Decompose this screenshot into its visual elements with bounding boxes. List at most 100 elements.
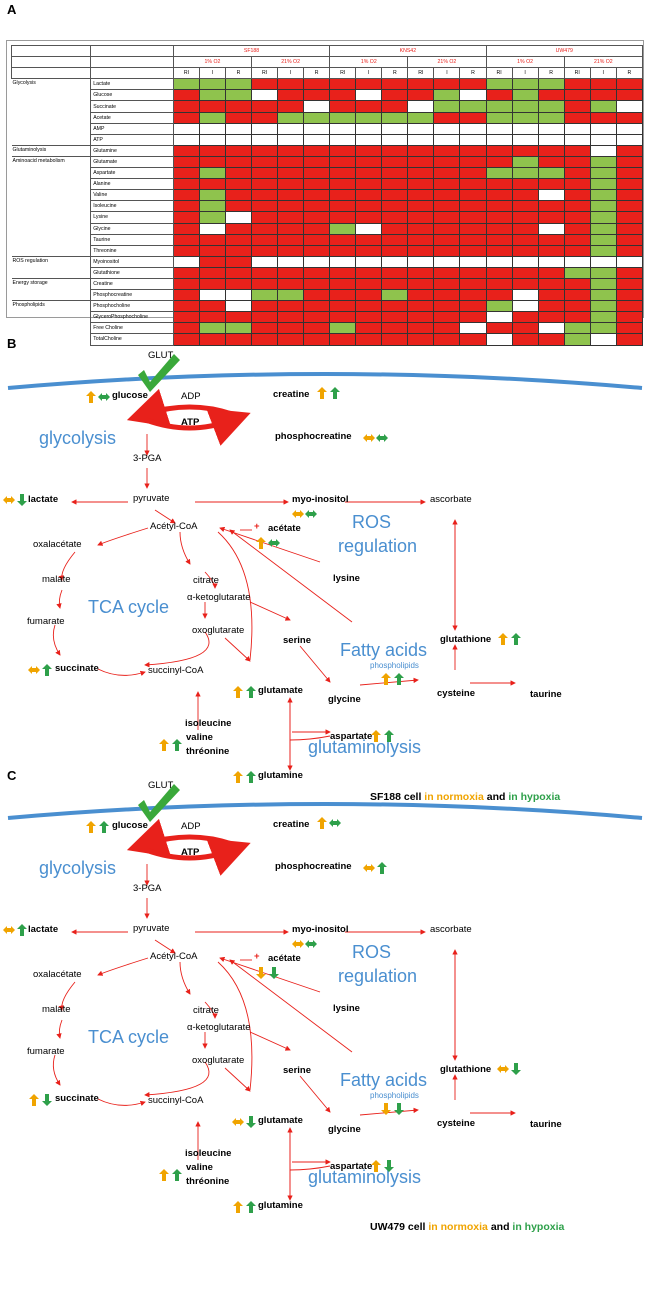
- malate-label: malate: [42, 1004, 71, 1015]
- heatmap-cell: [198, 189, 226, 202]
- acetate-label: acétate: [268, 953, 301, 964]
- heatmap-cell: [537, 200, 565, 213]
- heatmap-cell: [563, 111, 591, 124]
- isoleucine-arrows-icon: [159, 739, 182, 751]
- heatmap-cell: [172, 133, 200, 146]
- heatmap-cell: [303, 155, 331, 169]
- heatmap-metabolite-label: Glutathione: [90, 266, 174, 279]
- heatmap-cell: [511, 200, 539, 213]
- citrate-label: citrate: [193, 575, 219, 586]
- heatmap-cell: [303, 211, 331, 224]
- lactate-arrows-icon: [3, 494, 27, 506]
- myoinositol-label: myo-inositol: [292, 924, 349, 935]
- heatmap-cell: [485, 289, 513, 302]
- oxoglutarate-to-succinylcoa-arrow: [144, 631, 210, 668]
- diagram-caption: SF188 cell in normoxia and in hypoxia: [370, 791, 560, 803]
- oxoglutarate-to-glutamate-arrow: [224, 1067, 251, 1092]
- panel-label-a: A: [7, 2, 17, 17]
- heatmap-cell: [198, 144, 226, 157]
- acetylcoa-to-citrate-arrow: [179, 531, 191, 565]
- heatmap-cell: [615, 178, 644, 191]
- atp-label: ATP: [181, 417, 200, 428]
- aspartate-label: aspartate: [330, 1161, 373, 1172]
- heatmap-cell: [172, 167, 200, 180]
- heatmap-condition-header: I: [511, 67, 539, 80]
- heatmap-cell: [198, 200, 226, 213]
- glucose-arrows-icon: [86, 391, 110, 403]
- heatmap-cell: [485, 333, 513, 346]
- heatmap-cell: [355, 322, 383, 335]
- caption-hypoxia: in hypoxia: [508, 791, 561, 803]
- caption-normoxia: in normoxia: [428, 1221, 488, 1233]
- heatmap-cell: [355, 89, 383, 102]
- heatmap-cell: [589, 222, 617, 235]
- heatmap-condition-header: RI: [407, 67, 435, 80]
- heatmap-cell: [381, 211, 409, 224]
- phosphocreatine-arrows-icon: [363, 862, 387, 874]
- heatmap-cell: [198, 300, 226, 313]
- phosphocreatine-label: phosphocreatine: [275, 431, 352, 442]
- heatmap-cell: [355, 233, 383, 246]
- heatmap-cell: [459, 144, 487, 157]
- heatmap-row: Threonine: [12, 244, 644, 257]
- heatmap-cell: [172, 200, 200, 213]
- heatmap-cell: [251, 144, 279, 157]
- heatmap-cell: [172, 311, 200, 324]
- heatmap-cell: [511, 122, 539, 135]
- heatmap-cell: [537, 266, 565, 279]
- heatmap-cell: [407, 122, 435, 135]
- heatmap-condition-header: R: [224, 67, 253, 80]
- heatmap-cell: [198, 244, 226, 257]
- heatmap-cell: [198, 155, 226, 169]
- heatmap-cell: [407, 89, 435, 102]
- malate-to-fumarate-arrow: [56, 589, 63, 609]
- heatmap-cell: [407, 200, 435, 213]
- lysine-label: lysine: [333, 573, 360, 584]
- pathway-arrows: [7, 354, 643, 771]
- glutamine-arrows-icon: [233, 1201, 256, 1213]
- heatmap-cell: [329, 178, 357, 191]
- heatmap-cell: [407, 178, 435, 191]
- glut-label: GLUT: [148, 780, 174, 791]
- heatmap-cell: [303, 111, 331, 124]
- heatmap-cell: [303, 78, 331, 91]
- heatmap-cell: [433, 200, 461, 213]
- isoleucine-change-indicator: [158, 738, 184, 752]
- heatmap-cell: [615, 189, 644, 202]
- heatmap-cell: [329, 233, 357, 246]
- heatmap-cell: [537, 178, 565, 191]
- heatmap-cell: [329, 200, 357, 213]
- heatmap-cell: [563, 167, 591, 180]
- heatmap-cell: [329, 300, 357, 313]
- heatmap-cell: [172, 89, 200, 102]
- heatmap-cell: [485, 233, 513, 246]
- heatmap-cell: [381, 311, 409, 324]
- heatmap-cell: [407, 111, 435, 124]
- heatmap-cell: [485, 211, 513, 224]
- heatmap-cell: [329, 222, 357, 235]
- heatmap-cell: [433, 155, 461, 169]
- aspartate-label: aspartate: [330, 731, 373, 742]
- heatmap-cell: [303, 133, 331, 146]
- phosphocreatine-change-indicator: [363, 431, 389, 445]
- taurine-label: taurine: [530, 1119, 562, 1130]
- glucose-arrows-icon: [86, 821, 109, 833]
- heatmap-cell: [224, 311, 253, 324]
- heatmap-condition-header: I: [198, 67, 226, 80]
- heatmap-row: Lysine: [12, 211, 644, 224]
- heatmap-cell: [251, 111, 279, 124]
- heatmap-cell: [355, 266, 383, 279]
- heatmap-metabolite-label: Creatine: [90, 277, 174, 291]
- heatmap-cell: [277, 111, 305, 124]
- heatmap-cell: [589, 244, 617, 257]
- heatmap-cell: [355, 255, 383, 268]
- heatmap-cell: [537, 289, 565, 302]
- panel-label-b: B: [7, 336, 17, 351]
- lactate-change-indicator: [3, 493, 29, 507]
- heatmap-metabolite-label: Taurine: [90, 233, 174, 246]
- heatmap-cell: [485, 155, 513, 169]
- heatmap-cell: [459, 255, 487, 268]
